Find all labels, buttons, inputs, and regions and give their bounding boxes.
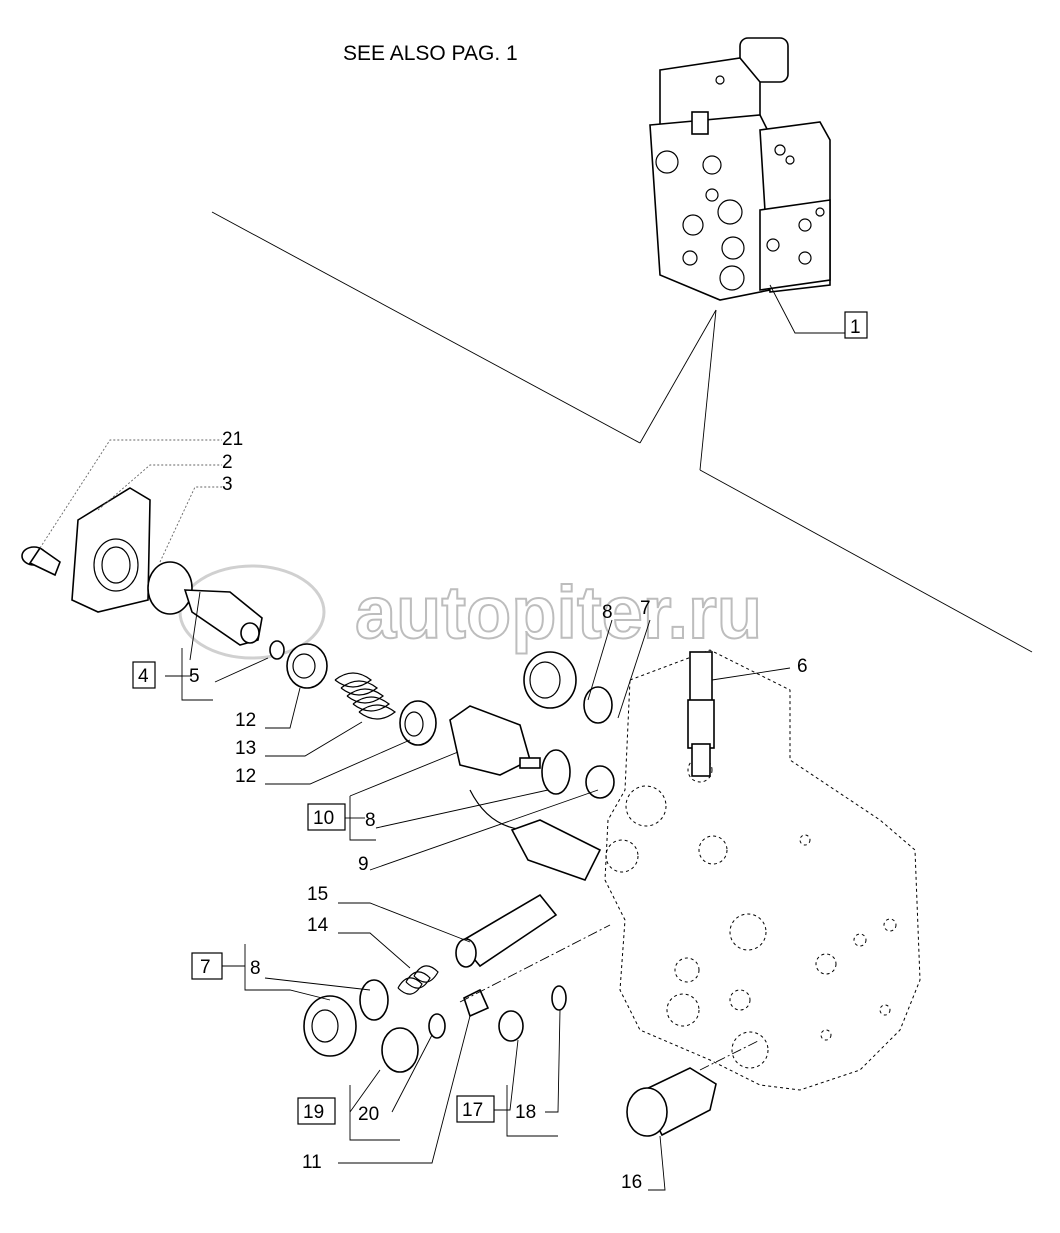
callout-18: 18: [515, 1102, 536, 1123]
svg-text:19: 19: [303, 1102, 324, 1123]
callout-6: 6: [797, 656, 808, 677]
callout-7-top: 7: [640, 598, 651, 619]
callout-20: 20: [358, 1104, 379, 1125]
watermark: autopiter.ru: [178, 564, 763, 660]
leader-lines: [39, 439, 791, 1191]
callout-8-top: 8: [602, 602, 613, 623]
ring-small: [269, 640, 285, 660]
seat-part-12a: [286, 643, 328, 689]
sensor-part-6: [687, 651, 715, 777]
valve-assembly-part-1: [649, 37, 845, 334]
svg-text:1: 1: [850, 317, 861, 338]
plug-part-19: [381, 1027, 419, 1073]
svg-text:4: 4: [138, 666, 149, 687]
plug-part-17: [498, 1010, 524, 1042]
o-ring-part-8a: [541, 749, 571, 795]
valve-body-phantom: [604, 649, 921, 1091]
callout-10: 10: [307, 803, 346, 831]
o-ring-top: [583, 686, 613, 724]
callout-3: 3: [222, 474, 233, 495]
connector: [510, 819, 602, 881]
sensor-part-16: [626, 1067, 717, 1137]
o-ring-part-3: [147, 561, 193, 615]
bolt-part-21: [21, 546, 61, 577]
o-ring-part-18: [551, 985, 567, 1011]
callout-21: 21: [222, 429, 243, 450]
callout-19: 19: [297, 1097, 336, 1125]
plug-part-9: [585, 765, 615, 799]
plug-part-7: [303, 995, 357, 1057]
spring-part-14: [397, 965, 439, 995]
callout-9: 9: [358, 854, 369, 875]
callout-17: 17: [456, 1095, 495, 1123]
callout-2: 2: [222, 452, 233, 473]
callout-5: 5: [189, 666, 200, 687]
callout-12a: 12: [235, 710, 256, 731]
callout-1: 1: [844, 311, 868, 339]
o-ring-part-8b: [359, 979, 389, 1021]
callout-13: 13: [235, 738, 256, 759]
seat-part-12b: [399, 700, 437, 746]
callout-15: 15: [307, 884, 328, 905]
watermark-text: autopiter.ru: [355, 571, 762, 654]
axis-line-lower: [459, 924, 611, 1003]
svg-text:17: 17: [462, 1100, 483, 1121]
callout-4: 4: [132, 661, 156, 689]
see-also-note: SEE ALSO PAG. 1: [343, 42, 518, 65]
svg-text:10: 10: [313, 808, 334, 829]
callout-12b: 12: [235, 766, 256, 787]
callout-11: 11: [302, 1152, 322, 1173]
svg-text:7: 7: [200, 957, 211, 978]
perspective-lines: [211, 211, 1033, 653]
callout-8b: 8: [250, 958, 261, 979]
sleeve-part-11: [463, 988, 490, 1018]
flange-part-2: [71, 487, 151, 613]
solenoid-part-10: [449, 705, 541, 831]
callout-14: 14: [307, 915, 329, 936]
axis-line-sensor: [699, 1039, 761, 1071]
callout-7: 7: [191, 952, 223, 980]
callout-8a: 8: [365, 810, 376, 831]
spring-part-13: [334, 672, 396, 720]
spool-part-5: [183, 589, 263, 646]
plug-top: [523, 651, 577, 709]
valve-part-15: [455, 893, 558, 968]
o-ring-part-20: [428, 1013, 446, 1039]
callout-16: 16: [621, 1172, 642, 1193]
